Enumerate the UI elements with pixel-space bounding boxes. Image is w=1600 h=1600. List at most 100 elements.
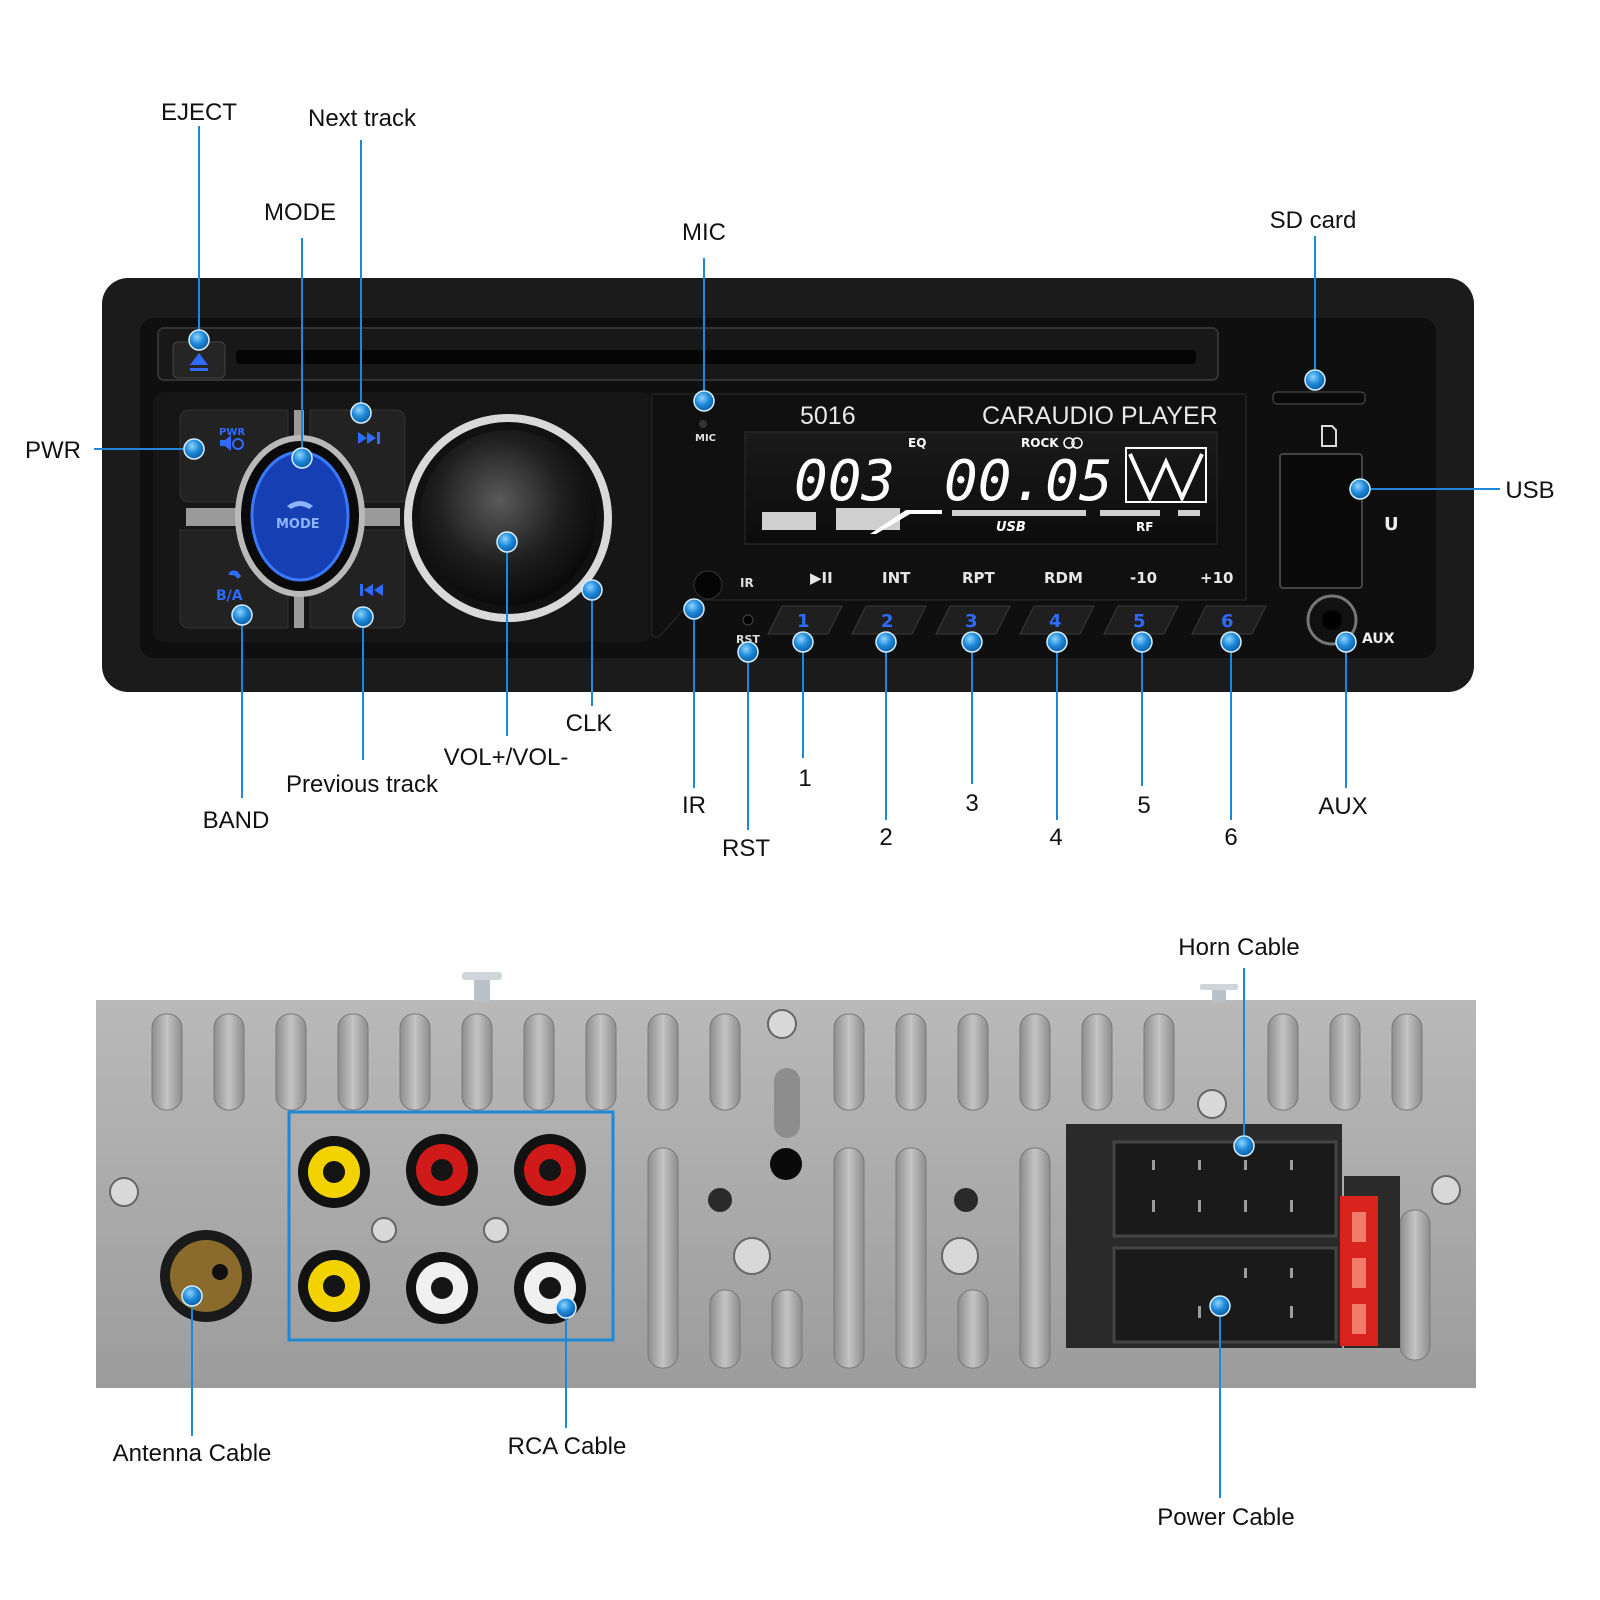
usb-port[interactable]	[1279, 453, 1363, 589]
rear-panel	[96, 972, 1476, 1388]
antenna-socket-inner	[170, 1240, 242, 1312]
mode-button[interactable]	[250, 450, 350, 582]
callout-dot	[792, 631, 814, 653]
label-pwr: PWR	[25, 437, 81, 464]
band-button-label: B/A	[216, 588, 243, 604]
next-track-icon	[358, 432, 380, 444]
screws	[109, 1009, 1461, 1275]
callout-dot	[1304, 369, 1326, 391]
label-power-cable: Power Cable	[1157, 1504, 1294, 1531]
callout-dot	[496, 531, 518, 553]
callout-dot	[188, 329, 210, 351]
preset-label: 5	[1133, 611, 1146, 632]
label-preset-2: 2	[879, 824, 892, 851]
lcd-track: 003	[794, 449, 895, 514]
callout-dot	[1349, 478, 1371, 500]
stereo-icon-left	[1063, 437, 1075, 449]
preset-button-5[interactable]	[1103, 605, 1179, 635]
callout-dot	[291, 447, 313, 469]
rca-highlight-box	[287, 1110, 615, 1342]
phone-icon	[228, 570, 241, 579]
callout-dot	[1220, 631, 1242, 653]
label-preset-4: 4	[1049, 824, 1062, 851]
callout-dots	[181, 329, 1371, 1319]
volume-knob[interactable]	[420, 430, 596, 606]
label-clk: CLK	[566, 710, 613, 737]
mute-x-icon	[232, 438, 244, 450]
label-band: BAND	[203, 807, 270, 834]
callout-dot	[1233, 1135, 1255, 1157]
preset-label: 3	[965, 611, 978, 632]
label-rst: RST	[722, 835, 770, 862]
mute-icon	[220, 435, 231, 451]
preset-button-6[interactable]	[1191, 605, 1267, 635]
center-hole	[770, 1148, 802, 1180]
label-antenna-cable: Antenna Cable	[113, 1440, 272, 1467]
preset-label: 4	[1049, 611, 1062, 632]
callout-dot	[231, 604, 253, 626]
brand-text: CARAUDIO PLAYER	[982, 402, 1218, 430]
callout-dot	[1046, 631, 1068, 653]
top-pin-right-cap	[1200, 984, 1238, 990]
front-panel: PWR B/A MODE 5016 CARAUDIO PLAYER MIC EQ…	[102, 278, 1474, 692]
preset-button-4[interactable]	[1019, 605, 1095, 635]
callout-dot	[350, 402, 372, 424]
label-preset-1: 1	[798, 765, 811, 792]
function-label: INT	[882, 569, 911, 587]
preset-label: 2	[881, 611, 894, 632]
callout-dot	[183, 438, 205, 460]
lcd-screen	[744, 431, 1218, 545]
callout-dot	[875, 631, 897, 653]
label-previous-track: Previous track	[286, 771, 439, 798]
label-ir: IR	[682, 792, 706, 819]
callout-dot	[581, 579, 603, 601]
function-label: RDM	[1044, 569, 1083, 587]
mode-button-label: MODE	[276, 517, 320, 532]
callout-dot	[181, 1285, 203, 1307]
cd-slot-opening	[236, 350, 1196, 364]
small-hole-left	[708, 1188, 732, 1212]
preset-button-1[interactable]	[767, 605, 843, 635]
callout-dot	[1335, 631, 1357, 653]
mic-text: MIC	[695, 433, 716, 444]
level-meter	[762, 508, 1200, 534]
rst-text: RST	[736, 633, 760, 646]
label-rca-cable: RCA Cable	[508, 1433, 627, 1460]
ir-text: IR	[740, 576, 754, 590]
callout-lines	[94, 126, 1500, 1498]
preset-label: 6	[1221, 611, 1234, 632]
function-label: ▶II	[810, 569, 833, 587]
spectrum-icon	[1125, 447, 1207, 503]
sd-card-slot[interactable]	[1272, 391, 1366, 405]
previous-track-icon	[360, 584, 383, 596]
callout-dot	[1209, 1295, 1231, 1317]
callout-labels: EJECT Next track MODE MIC SD card PWR US…	[25, 99, 1555, 1531]
label-usb: USB	[1505, 477, 1554, 504]
model-number: 5016	[800, 402, 856, 430]
lcd-eq: EQ	[908, 436, 926, 450]
lcd-time: 00.05	[944, 449, 1113, 514]
iso-connector[interactable]	[1066, 1124, 1400, 1348]
label-horn-cable: Horn Cable	[1178, 934, 1299, 961]
rst-hole[interactable]	[742, 614, 754, 626]
label-sd-card: SD card	[1270, 207, 1357, 234]
cooling-fins-top	[151, 1013, 1423, 1111]
cooling-fins-bottom	[647, 1147, 1431, 1369]
lcd-usb: USB	[996, 520, 1026, 535]
function-label: RPT	[962, 569, 996, 587]
antenna-pin-hole	[212, 1264, 228, 1280]
label-preset-6: 6	[1224, 824, 1237, 851]
pwr-button-label: PWR	[219, 427, 245, 438]
lcd-rock: ROCK	[1021, 436, 1059, 450]
label-mic: MIC	[682, 219, 726, 246]
mode-icon	[287, 501, 313, 509]
callout-dot	[737, 641, 759, 663]
label-preset-5: 5	[1137, 792, 1150, 819]
sd-card-icon	[1321, 425, 1337, 447]
small-hole-right	[954, 1188, 978, 1212]
stereo-icon-right	[1071, 437, 1083, 449]
lcd-rf: RF	[1136, 520, 1153, 534]
callout-dot	[683, 598, 705, 620]
preset-button-2[interactable]	[851, 605, 927, 635]
preset-button-3[interactable]	[935, 605, 1011, 635]
